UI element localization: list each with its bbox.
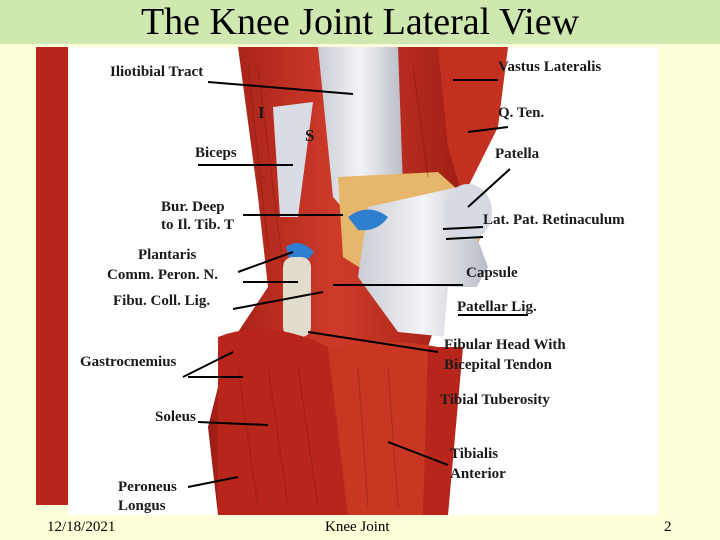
label-s-mark: S xyxy=(305,126,315,145)
label-fibu-coll-lig: Fibu. Coll. Lig. xyxy=(113,293,211,309)
lower-leg-muscle xyxy=(328,342,438,515)
label-patellar-lig: Patellar Lig. xyxy=(457,299,537,315)
label-fibular-head-2: Bicepital Tendon xyxy=(444,357,552,373)
label-q-ten: Q. Ten. xyxy=(498,105,545,121)
anatomy-figure: Iliotibial Tract Vastus Lateralis I S Q.… xyxy=(68,47,658,515)
gastrocnemius-muscle xyxy=(218,329,348,515)
label-bur-deep-1: Bur. Deep xyxy=(161,199,225,215)
label-plantaris: Plantaris xyxy=(138,247,197,263)
label-capsule: Capsule xyxy=(466,265,518,281)
label-i-mark: I xyxy=(258,103,265,122)
patella-shape xyxy=(444,184,492,240)
footer-date: 12/18/2021 xyxy=(47,519,116,535)
label-iliotibial-tract: Iliotibial Tract xyxy=(110,64,204,80)
label-tibialis-2: Anterior xyxy=(450,466,506,482)
vastus-lateralis-muscle xyxy=(438,47,508,197)
tibialis-anterior-muscle xyxy=(423,347,463,515)
label-bur-deep-2: to Il. Tib. T xyxy=(161,217,234,233)
label-peroneus-1: Peroneus xyxy=(118,479,177,495)
biceps-tendon xyxy=(273,102,313,217)
label-peroneus-2: Longus xyxy=(118,498,166,514)
footer-center-text: Knee Joint xyxy=(325,519,390,535)
label-tibial-tuberosity: Tibial Tuberosity xyxy=(440,392,550,408)
leader-lines xyxy=(182,79,528,488)
label-vastus-lateralis: Vastus Lateralis xyxy=(498,59,602,75)
bursa xyxy=(348,209,388,231)
muscle-striations xyxy=(237,66,429,508)
label-comm-peron-n: Comm. Peron. N. xyxy=(107,267,218,283)
label-soleus: Soleus xyxy=(155,409,196,425)
label-tibialis-1: Tibialis xyxy=(450,446,499,462)
label-fibular-head-1: Fibular Head With xyxy=(444,337,566,353)
knee-illustration xyxy=(68,47,658,515)
label-gastrocnemius: Gastrocnemius xyxy=(80,354,177,370)
label-lat-pat-retinaculum: Lat. Pat. Retinaculum xyxy=(483,212,625,228)
footer-page-number: 2 xyxy=(664,519,672,535)
title-bar xyxy=(0,0,720,44)
label-patella: Patella xyxy=(495,146,540,162)
right-blank-area xyxy=(428,287,658,515)
label-biceps: Biceps xyxy=(195,145,237,161)
slide-title: The Knee Joint Lateral View xyxy=(140,1,580,43)
